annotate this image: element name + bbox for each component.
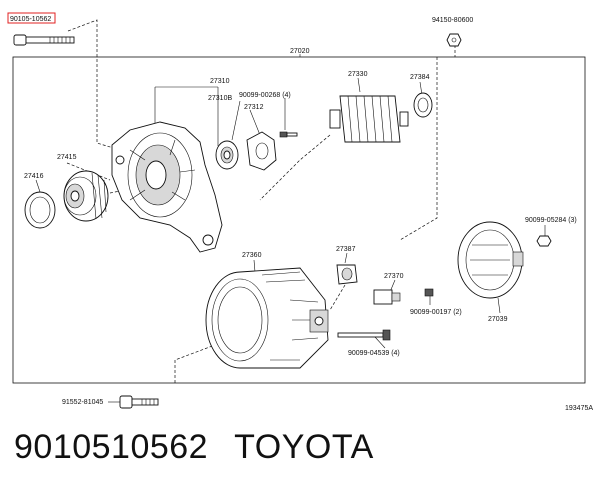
- label-91552-81045[interactable]: 91552-81045: [62, 399, 103, 406]
- label-27039[interactable]: 27039: [488, 316, 508, 323]
- screw-00268: [279, 131, 298, 138]
- exploded-parts-diagram: 90105-10562 94150-80600 27020 27310 2731…: [7, 12, 593, 412]
- leader-27387: [344, 252, 348, 264]
- caption-part-number: 9010510562: [14, 428, 209, 466]
- highlight-box: [7, 12, 56, 24]
- regulator-27370: [373, 289, 401, 305]
- leader-27312: [249, 109, 261, 136]
- label-27330[interactable]: 27330: [348, 71, 368, 78]
- leader-rotor: [259, 134, 331, 201]
- retainer-27312: [246, 131, 277, 171]
- screw-00197: [424, 288, 434, 297]
- leader-27360: [253, 259, 256, 273]
- label-94150-80600[interactable]: 94150-80600: [432, 17, 473, 24]
- bolt-04539: [337, 329, 391, 341]
- bolt-top: [13, 34, 75, 46]
- label-27310b[interactable]: 27310B: [208, 95, 232, 102]
- leader-bottom-bolt: [174, 344, 216, 383]
- label-90105-10562[interactable]: 90105-10562: [10, 16, 51, 23]
- label-27360[interactable]: 27360: [242, 252, 262, 259]
- stator-27360: [205, 267, 329, 369]
- label-90099-00197[interactable]: 90099-00197 (2): [410, 309, 462, 316]
- rear-cover-27039: [457, 221, 524, 299]
- ring-27384: [413, 92, 433, 118]
- leader-plug: [329, 284, 346, 311]
- bolt-bottom-91552: [119, 395, 159, 409]
- leader-27415: [66, 162, 111, 181]
- leader-27039: [497, 297, 501, 314]
- leader-27330: [357, 77, 361, 93]
- front-housing: [111, 121, 223, 253]
- label-27416[interactable]: 27416: [24, 173, 44, 180]
- leader-right-frame: [399, 57, 438, 241]
- nut-05284: [536, 235, 552, 247]
- caption: 9010510562 TOYOTA: [14, 428, 594, 484]
- label-27310[interactable]: 27310: [210, 78, 230, 85]
- pulley-27415: [63, 170, 109, 222]
- assembly-frame: [12, 56, 586, 384]
- bearing-27310b: [215, 140, 239, 170]
- label-27370[interactable]: 27370: [384, 273, 404, 280]
- leader-27310: [154, 86, 219, 146]
- leader-04539: [374, 336, 386, 349]
- label-27415[interactable]: 27415: [57, 154, 77, 161]
- label-90099-05284[interactable]: 90099-05284 (3): [525, 217, 577, 224]
- nut-top: [446, 33, 462, 47]
- leader-bolt-top: [67, 19, 121, 151]
- label-90099-04539[interactable]: 90099-04539 (4): [348, 350, 400, 357]
- label-27020[interactable]: 27020: [290, 48, 310, 55]
- label-27387[interactable]: 27387: [336, 246, 356, 253]
- label-27312[interactable]: 27312: [244, 104, 264, 111]
- leader-27416: [35, 179, 41, 193]
- leader-27310b: [231, 100, 241, 141]
- label-27384[interactable]: 27384: [410, 74, 430, 81]
- caption-brand: TOYOTA: [234, 428, 374, 466]
- washer-27416: [24, 191, 56, 229]
- figure-code: 193475A: [565, 405, 593, 412]
- label-90099-00268[interactable]: 90099-00268 (4): [239, 92, 291, 99]
- plug-27387: [336, 264, 358, 285]
- rotor-27330: [329, 95, 409, 143]
